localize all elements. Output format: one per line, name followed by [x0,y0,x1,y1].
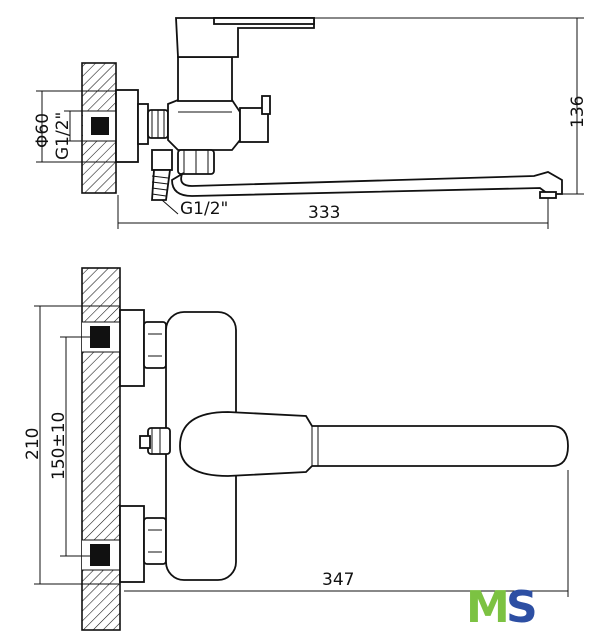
side-inlet-thread-label: G1/2" [180,199,228,219]
side-eccentric-fitting [115,89,169,163]
side-width-label: 333 [308,203,340,223]
side-wall-thread-label: G1/2" [53,112,73,160]
side-shower-outlet [151,149,173,201]
side-diameter-label: Φ60 [33,113,53,148]
side-height-label: 136 [568,96,588,128]
front-height-label: 210 [23,428,43,460]
front-width-label: 347 [322,570,354,590]
front-view: 210 150±10 347 [23,267,569,631]
logo-letter-m: M [466,582,510,633]
front-spout [179,411,569,477]
front-lower-eccentric [119,505,167,583]
brand-logo: M S [466,582,538,633]
side-dimensions [36,17,584,229]
side-view: Φ60 G1/2" 136 333 G1/2" [33,17,588,229]
side-spout [171,149,563,199]
side-mixer-body [167,17,315,151]
logo-letter-s: S [506,582,538,633]
front-upper-eccentric [119,309,167,387]
front-centers-label: 150±10 [49,412,69,480]
front-dimensions [34,305,569,597]
front-wall-section [81,267,121,631]
side-wall-section [81,62,117,194]
front-diverter-knob [139,427,171,455]
